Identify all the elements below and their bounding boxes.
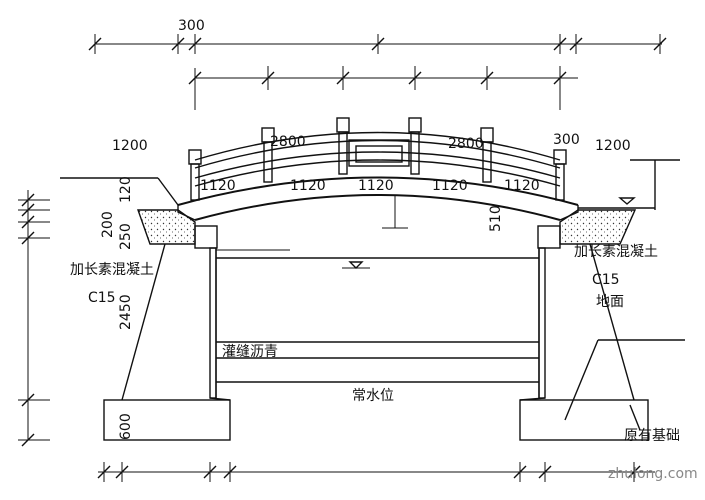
label-water-level: 常水位 <box>352 388 394 404</box>
right-foundation-block <box>519 399 649 441</box>
left-vertical-dimension <box>18 190 50 447</box>
center-height-marker <box>382 196 408 229</box>
dim-1120-1: 1120 <box>200 178 236 194</box>
dim-510: 510 <box>488 205 504 232</box>
center-panel <box>348 139 410 167</box>
label-right-concrete: 加长素混凝土 <box>574 244 658 260</box>
bottom-dimension-line <box>97 462 655 482</box>
left-concrete-block <box>60 177 196 245</box>
dim-1120-3: 1120 <box>358 178 394 194</box>
left-foundation-block <box>103 399 231 441</box>
right-concrete-block <box>559 159 680 245</box>
label-right-grade: C15 <box>592 272 620 288</box>
dim-2450: 2450 <box>118 294 134 330</box>
railing-post-3 <box>336 117 350 175</box>
railing-post-5 <box>480 127 494 183</box>
dim-1120-5: 1120 <box>504 178 540 194</box>
dim-2800-left: 2800 <box>270 134 306 150</box>
dim-200: 200 <box>100 211 116 238</box>
label-asphalt: 灌缝沥青 <box>222 344 278 360</box>
dim-1200-right: 1200 <box>595 138 631 154</box>
label-left-concrete: 加长素混凝土 <box>70 262 154 278</box>
railing-post-4 <box>408 117 422 175</box>
dim-300-right: 300 <box>553 132 580 148</box>
dim-1200-left: 1200 <box>112 138 148 154</box>
dim-1120-4: 1120 <box>432 178 468 194</box>
top-dimension-lines <box>88 34 667 110</box>
dim-250: 250 <box>118 223 134 250</box>
water-level-marker <box>342 261 370 269</box>
railing-post-6 <box>553 149 567 201</box>
dim-600: 600 <box>118 413 134 440</box>
leader-lines <box>121 243 685 431</box>
dim-120: 120 <box>118 176 134 203</box>
bridge-railing <box>188 117 567 201</box>
label-left-grade: C15 <box>88 290 116 306</box>
watermark: zhulong.com <box>608 466 698 482</box>
dim-2800-right: 2800 <box>448 136 484 152</box>
label-ground: 地面 <box>596 294 624 310</box>
dim-300-top-left: 300 <box>178 18 205 34</box>
dim-1120-2: 1120 <box>290 178 326 194</box>
label-foundation: 原有基础 <box>624 427 680 444</box>
railing-post-2 <box>261 127 275 183</box>
horizontal-structure-lines <box>216 249 539 383</box>
left-abutment <box>103 225 231 441</box>
